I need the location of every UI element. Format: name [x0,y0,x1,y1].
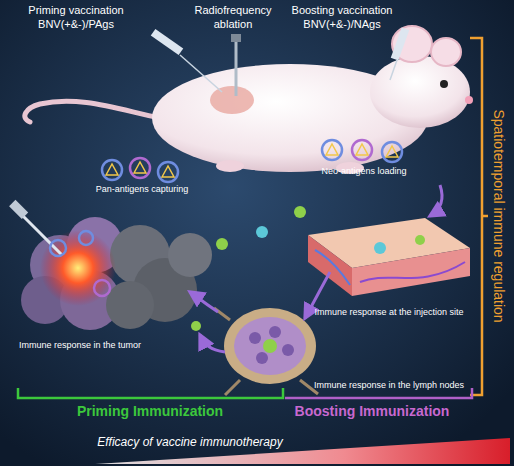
axis-label: Efficacy of vaccine immunotherapy [97,436,282,450]
annotation-label: Neo-antigens loading [321,166,406,176]
annotation-label: Immune response at the injection site [314,307,463,317]
annotation-label: Boosting vaccination [292,4,393,17]
annotation-label: BNV(+&-)/NAgs [303,18,380,31]
annotation-label: Radiofrequency [194,4,271,17]
annotation-label: Pan-antigens capturing [96,184,189,194]
annotation-label: ablation [214,18,253,31]
phase-label: Priming Immunization [77,403,223,419]
annotation-label: Priming vaccination [28,4,123,17]
phase-label: Boosting Immunization [295,403,450,419]
annotation-label: Immune response in the tumor [19,340,141,350]
annotation-label: BNV(+&-)/PAgs [38,18,114,31]
annotation-label: Immune response in the lymph nodes [314,380,464,390]
side-title: Spatiotemporal immune regulation [491,109,507,322]
